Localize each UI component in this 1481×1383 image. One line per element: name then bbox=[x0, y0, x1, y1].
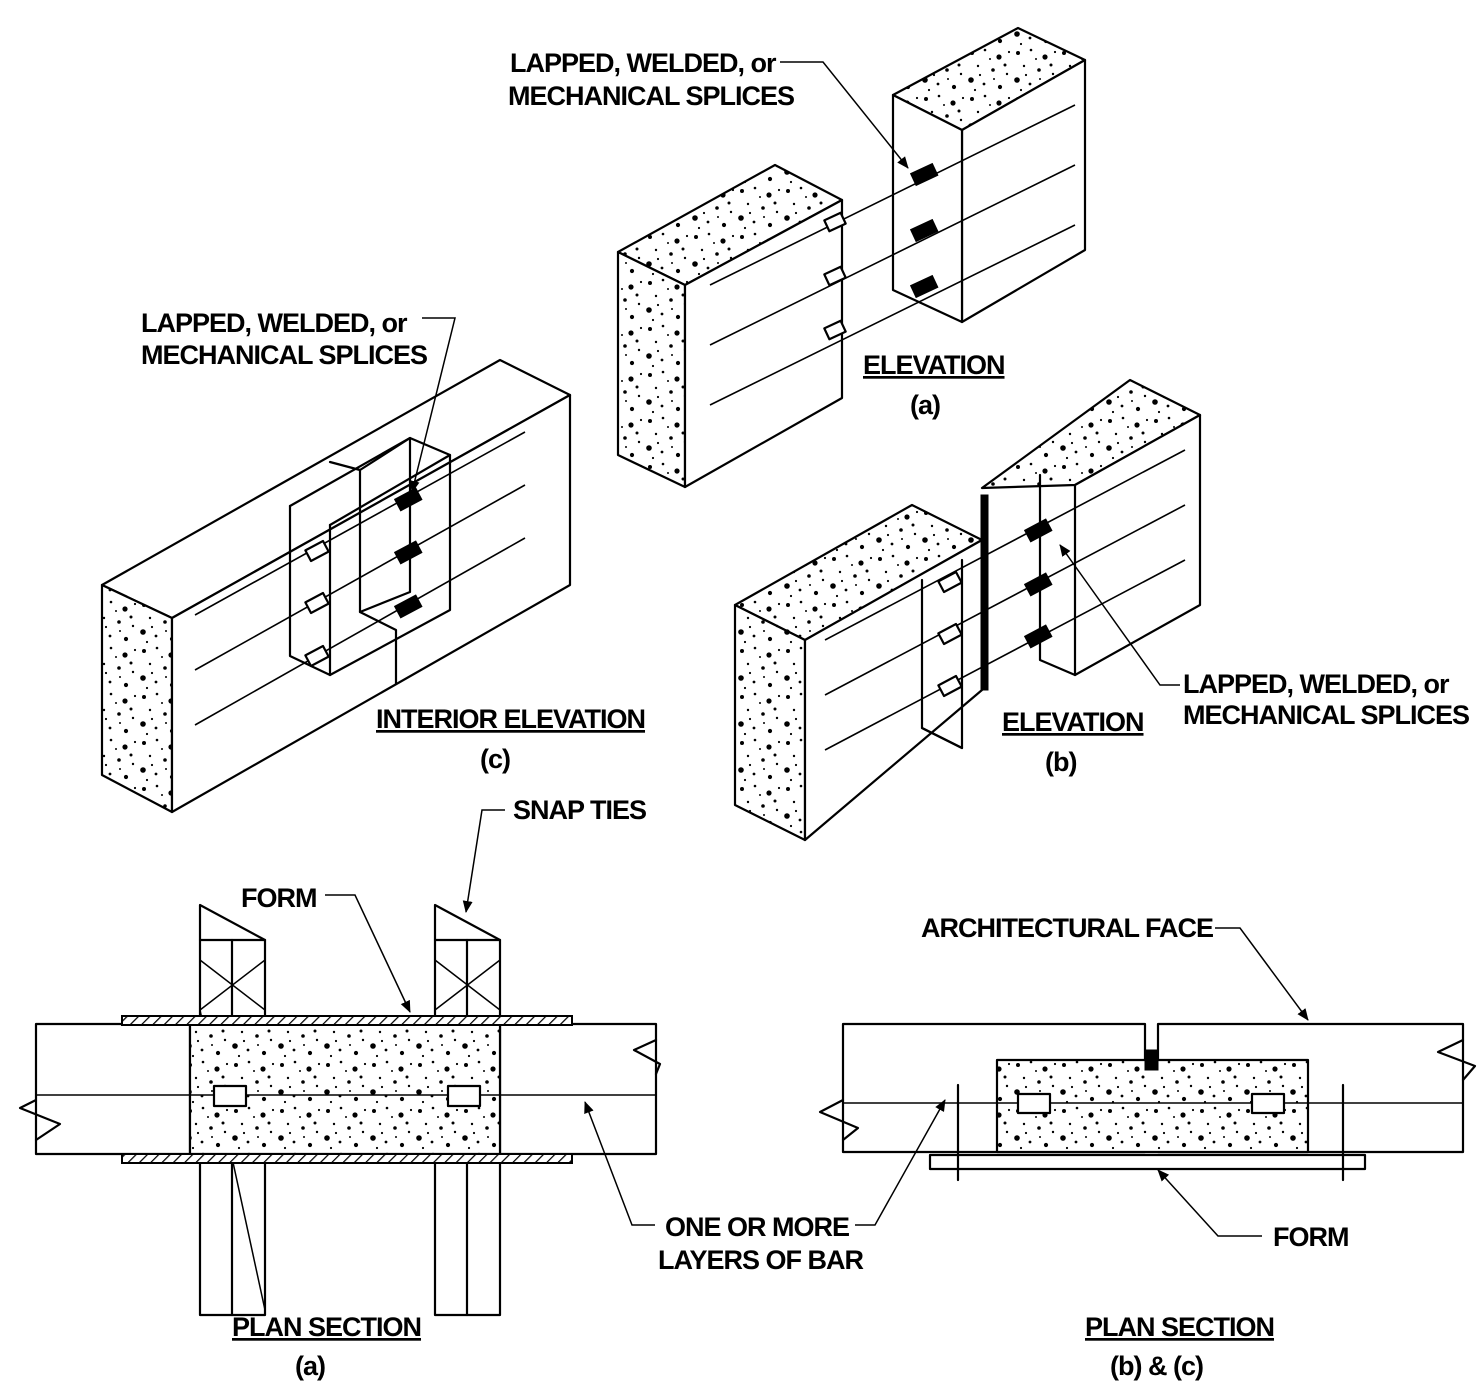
elev-b-splice-couplers bbox=[937, 518, 1053, 698]
plan-a-top-form bbox=[121, 1015, 573, 1026]
elev-a-subtitle: (a) bbox=[910, 390, 940, 420]
plan-bc-arch-face-label: ARCHITECTURAL FACE bbox=[921, 913, 1213, 943]
plan-section-a-view: FORM SNAP TIES PLAN SECTION (a) bbox=[18, 795, 662, 1381]
plan-a-form-leader bbox=[325, 894, 411, 1013]
elev-a-rebar bbox=[709, 104, 1076, 406]
plan-a-snap-ties-label: SNAP TIES bbox=[513, 795, 646, 825]
elev-c-panel-end bbox=[100, 583, 174, 814]
plan-bc-form bbox=[928, 1153, 1367, 1171]
elev-c-panel-face bbox=[170, 393, 572, 814]
plan-a-subtitle: (a) bbox=[295, 1351, 325, 1381]
plan-a-form-label: FORM bbox=[241, 883, 316, 913]
elev-b-title: ELEVATION bbox=[1002, 707, 1144, 737]
plan-bc-bars-leader bbox=[855, 1099, 946, 1226]
elev-a-callout-line2: MECHANICAL SPLICES bbox=[508, 81, 794, 111]
bar-layers-label-line2: LAYERS OF BAR bbox=[658, 1245, 864, 1275]
elev-c-callout-line2: MECHANICAL SPLICES bbox=[141, 340, 427, 370]
elev-b-callout-line1: LAPPED, WELDED, or bbox=[1183, 669, 1450, 699]
elev-a-title: ELEVATION bbox=[863, 350, 1005, 380]
elevation-b-view: LAPPED, WELDED, or MECHANICAL SPLICES EL… bbox=[733, 378, 1470, 842]
elev-c-splice-couplers bbox=[304, 487, 423, 668]
plan-bc-form-leader bbox=[1157, 1169, 1262, 1237]
elev-b-rebar bbox=[824, 449, 1186, 751]
plan-bc-title: PLAN SECTION bbox=[1085, 1312, 1274, 1342]
elev-a-left-panel-end bbox=[616, 250, 687, 489]
elev-c-rebar bbox=[194, 431, 526, 726]
plan-a-right-wall bbox=[498, 1022, 658, 1156]
elev-b-left-panel-end bbox=[733, 603, 807, 842]
plan-bc-subtitle: (b) & (c) bbox=[1110, 1351, 1203, 1381]
elev-c-subtitle: (c) bbox=[480, 744, 510, 774]
elev-a-left-panel-face bbox=[683, 198, 844, 489]
plan-bc-form-label: FORM bbox=[1273, 1222, 1348, 1252]
bar-layers-label-line1: ONE OR MORE bbox=[665, 1212, 849, 1242]
plan-a-bars-leader bbox=[584, 1101, 655, 1226]
elev-c-callout-line1: LAPPED, WELDED, or bbox=[141, 308, 408, 338]
plan-a-bottom-form bbox=[121, 1153, 573, 1164]
plan-section-bc-view: ARCHITECTURAL FACE FORM PLAN SECTION (b)… bbox=[818, 913, 1477, 1381]
plan-bc-joint-sealant bbox=[1144, 1049, 1159, 1071]
elevation-c-view: LAPPED, WELDED, or MECHANICAL SPLICES IN… bbox=[100, 308, 646, 814]
elev-c-callout-leader bbox=[409, 317, 456, 493]
elev-a-splice-couplers bbox=[823, 162, 939, 341]
elev-b-callout-line2: MECHANICAL SPLICES bbox=[1183, 700, 1469, 730]
elev-a-callout-leader bbox=[780, 61, 909, 169]
plan-bc-arch-face-leader bbox=[1215, 927, 1309, 1021]
plan-a-title: PLAN SECTION bbox=[232, 1312, 421, 1342]
plan-a-snap-ties-leader bbox=[462, 809, 505, 913]
elev-c-pocket bbox=[288, 436, 452, 686]
plan-a-left-wall bbox=[34, 1022, 192, 1156]
elev-a-right-panel-end bbox=[891, 93, 964, 324]
elev-b-callout-leader bbox=[1059, 544, 1180, 686]
elev-b-subtitle: (b) bbox=[1045, 747, 1076, 777]
elevation-a-view: LAPPED, WELDED, or MECHANICAL SPLICES EL… bbox=[508, 26, 1087, 489]
elev-a-callout-line1: LAPPED, WELDED, or bbox=[510, 48, 777, 78]
elev-c-title: INTERIOR ELEVATION bbox=[376, 704, 645, 734]
